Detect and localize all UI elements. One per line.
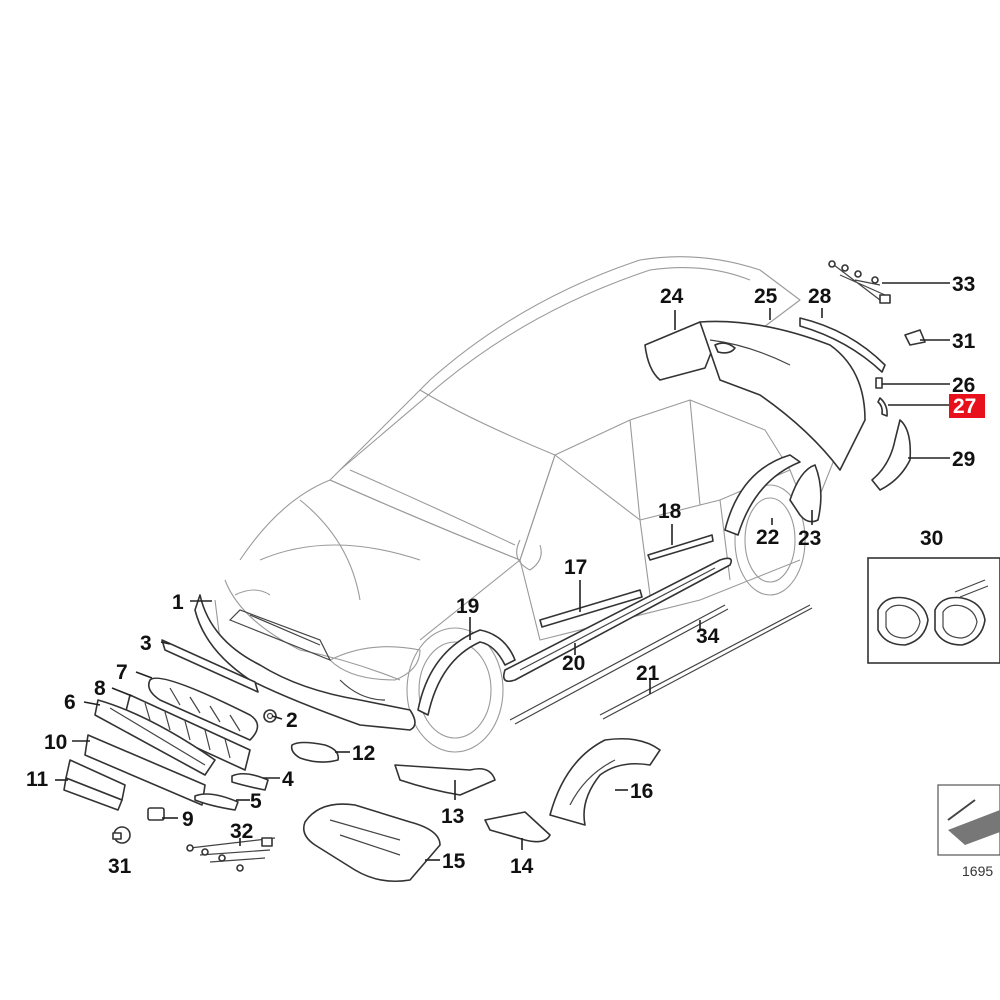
part-long-strip [599,604,813,720]
callout-5: 5 [250,790,262,813]
callout-24: 24 [660,285,684,308]
callout-21: 21 [636,662,660,685]
part-license-bracket [63,759,126,811]
part-rear-trim-strip [799,317,886,373]
part-arch-trim-front [417,629,516,716]
part-side-sill [502,557,733,683]
part-rear-bumper [699,320,866,471]
callout-4: 4 [282,768,294,791]
arrow-icon [948,810,1000,845]
callout-19: 19 [456,595,479,618]
footer-id: 1695 [962,863,993,879]
callout-32: 32 [230,820,253,843]
callout-3: 3 [140,632,152,655]
callout-25: 25 [754,285,778,308]
callout-13: 13 [441,805,464,828]
part-upper-strip [161,639,259,693]
part-wiring-front [186,837,276,872]
callout-1: 1 [172,591,184,614]
parts-group [63,260,1000,883]
part-small-grille-right [231,772,269,791]
callout-7: 7 [116,661,128,684]
part-plug [263,709,277,723]
callout-29: 29 [952,448,975,471]
callout-31-front: 31 [108,855,132,878]
callout-22: 22 [756,526,779,549]
callout-2: 2 [286,709,298,732]
callout-20: 20 [562,652,585,675]
part-sill-strip [509,604,729,725]
callout-33: 33 [952,273,975,296]
callout-12: 12 [352,742,375,765]
footer-mark: 1695 [937,784,1000,879]
callout-8: 8 [94,677,106,700]
callout-17: 17 [564,556,587,579]
callout-labels: 1 2 3 4 5 6 7 8 9 10 11 12 13 14 15 16 1… [26,273,985,878]
callout-9: 9 [182,808,194,831]
part-door-moulding [539,589,643,628]
part-fog-cover [290,741,340,763]
callout-23: 23 [798,527,821,550]
callout-16: 16 [630,780,653,803]
part-lower-plate [84,734,206,806]
part-small-grille-left [194,793,239,811]
part-center-grille [147,677,259,741]
part-wheel-liner-front [549,737,661,826]
part-rear-small-trim [877,397,888,417]
callout-34: 34 [696,625,720,648]
callout-28: 28 [808,285,832,308]
part-front-bumper-trim [194,594,416,731]
callout-26: 26 [952,374,975,397]
part-lower-grille [94,699,216,776]
callout-30: 30 [920,527,943,550]
callout-31-rear: 31 [952,330,976,353]
leader-lines [55,282,950,861]
part-arch-trim-rear [724,454,801,536]
part-sensor-rear [904,329,926,346]
part-mount [484,811,551,843]
part-sensor-front [112,826,131,844]
part-bracket [394,764,496,796]
part-clip [147,807,165,821]
part-wiring-rear [828,260,891,304]
part-grille-mesh [124,694,251,771]
callout-6: 6 [64,691,76,714]
callout-27: 27 [953,395,976,418]
callout-18: 18 [658,500,682,523]
part-wheel-liner-rear [789,464,822,523]
part-underbody-shield [302,803,441,883]
callout-14: 14 [510,855,534,878]
part-rear-corner-guard [871,419,912,491]
part-door-moulding-rear [647,534,714,561]
callout-10: 10 [44,731,67,754]
callout-15: 15 [442,850,466,873]
part-exhaust-trim-inset [867,557,1000,664]
part-rear-clip [875,377,883,389]
callout-11: 11 [26,768,49,791]
highlight-box-27 [949,394,985,418]
